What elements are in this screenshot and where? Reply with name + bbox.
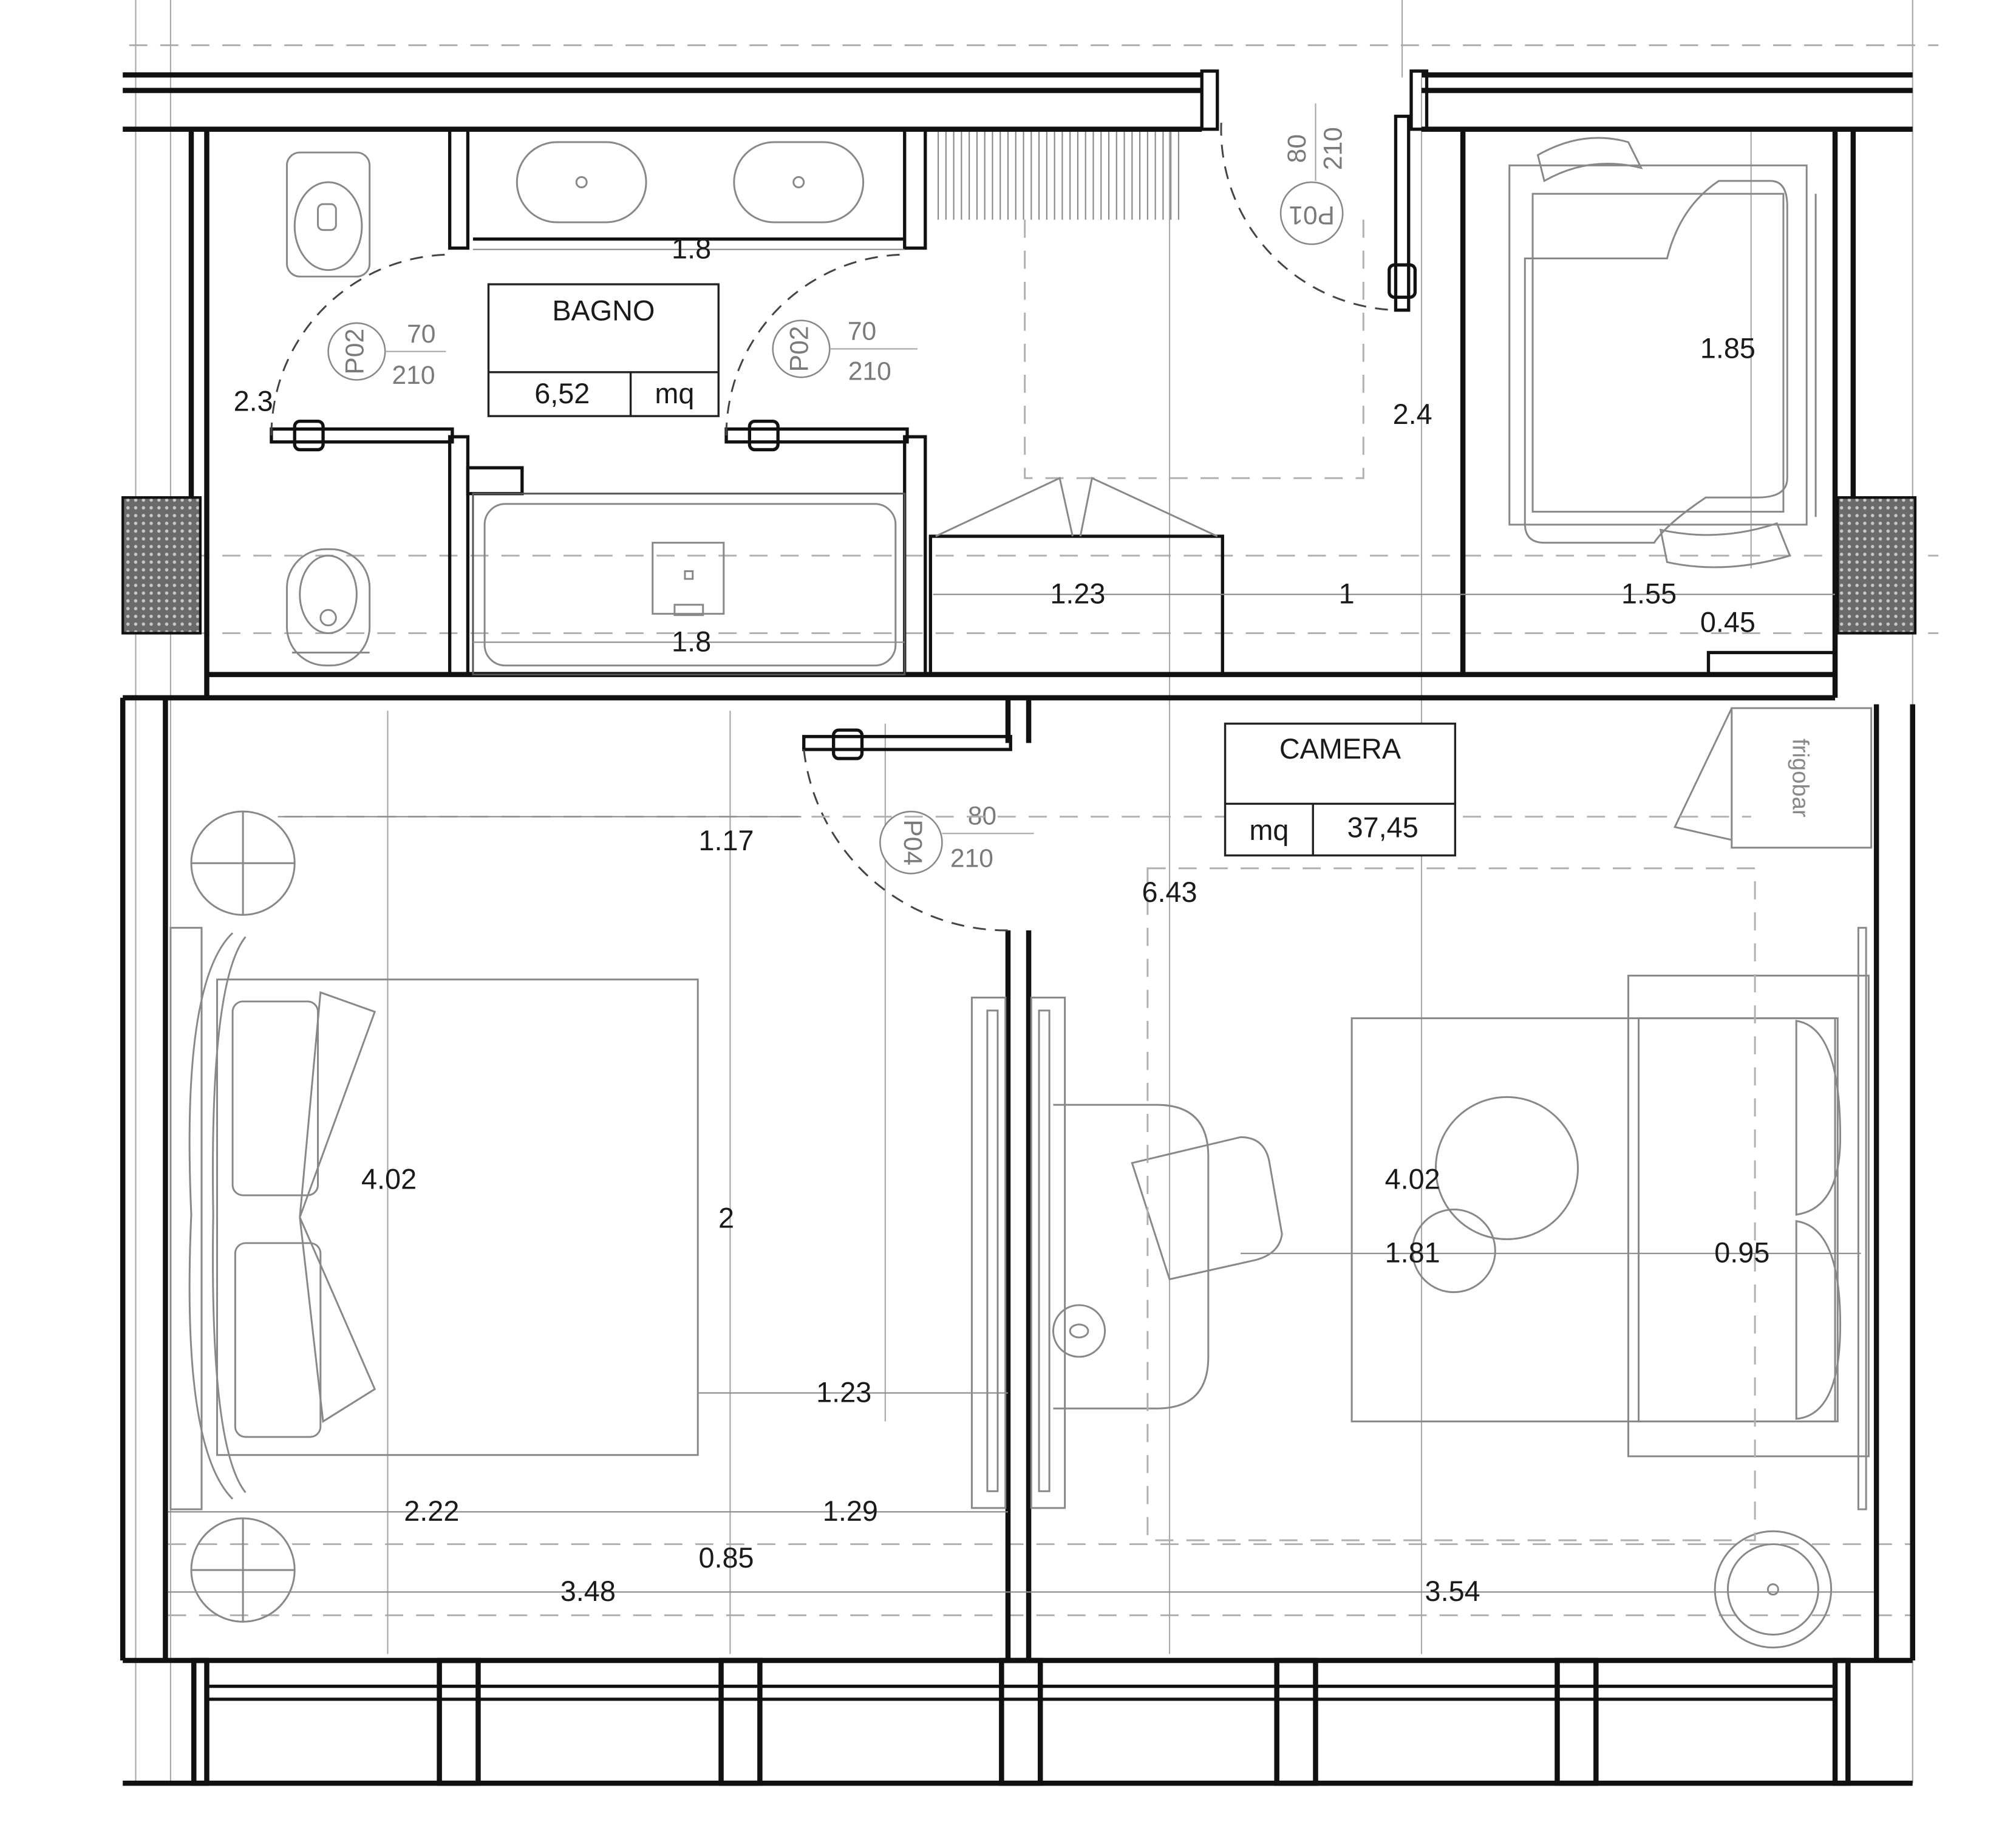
- shower-tray: [1508, 137, 1817, 568]
- floor-lamp: [1714, 1530, 1833, 1649]
- guide-lines: [129, 0, 1939, 1784]
- dim-label: 1.55: [1621, 578, 1677, 610]
- door-width-p01: 80: [1282, 134, 1312, 163]
- left-bed: [169, 927, 699, 1510]
- radiator-grille: [938, 132, 1179, 220]
- armchair: [1131, 1136, 1283, 1281]
- dim-label: 6.43: [1142, 876, 1197, 908]
- door-code-p02b: P02: [785, 326, 814, 372]
- right-bed: [1627, 927, 1870, 1510]
- bathtub: [472, 493, 906, 676]
- room-area: 37,45: [1347, 812, 1418, 844]
- door-width-p02a: 70: [407, 319, 435, 349]
- dim-label: 0.95: [1714, 1237, 1769, 1269]
- door-p02-bath[interactable]: P02 70 210: [724, 253, 918, 452]
- dim-label: 1.8: [672, 233, 711, 265]
- door-code-p01: P01: [1289, 200, 1335, 230]
- dim-label: 2.4: [1393, 398, 1432, 430]
- door-height-p01: 210: [1319, 127, 1348, 170]
- door-p01[interactable]: P01 80 210: [1220, 103, 1417, 312]
- interior-walls: [206, 128, 1837, 1661]
- double-sink: [516, 141, 865, 223]
- room-label-bagno: BAGNO 6,52 mq: [487, 283, 720, 417]
- closet-doors: [935, 477, 1218, 537]
- door-code-p04: P04: [898, 819, 927, 865]
- door-p02-wc[interactable]: P02 70 210: [270, 253, 454, 452]
- door-p04[interactable]: P04 80 210: [802, 728, 1034, 932]
- room-name: CAMERA: [1279, 733, 1401, 765]
- room-name: BAGNO: [552, 295, 655, 327]
- exterior-walls: [120, 69, 1917, 1786]
- dim-label: 3.54: [1425, 1575, 1480, 1607]
- dim-label: 1.17: [698, 825, 754, 856]
- dimension-labels: 1.8 2.3 1.8 2.4 1.85 1.23 1 1.55 0.45 1.…: [234, 233, 1770, 1608]
- room-area-unit: mq: [1249, 814, 1289, 846]
- frigobar-cabinet: frigobar: [1674, 707, 1873, 849]
- dim-label: 2.3: [234, 386, 273, 417]
- door-height-p02a: 210: [392, 361, 435, 390]
- door-height-p04: 210: [950, 844, 993, 873]
- room-area-unit: mq: [655, 378, 694, 409]
- dim-label: 2: [718, 1202, 734, 1233]
- rug: [1350, 1017, 1839, 1422]
- toilet: [285, 151, 371, 278]
- desk: [1052, 1104, 1210, 1410]
- bidet: [285, 548, 371, 667]
- dim-label: 1.23: [1050, 578, 1105, 610]
- column-hatch-right: [1836, 496, 1917, 635]
- dim-label: 4.02: [1385, 1163, 1440, 1195]
- room-label-camera: CAMERA mq 37,45: [1224, 722, 1457, 857]
- dim-label: 4.02: [361, 1163, 417, 1195]
- dim-label: 1.81: [1385, 1237, 1440, 1269]
- dim-label: 1.23: [816, 1377, 871, 1408]
- dim-label: 0.45: [1700, 606, 1755, 638]
- room-area: 6,52: [534, 378, 590, 409]
- tv-panel: [970, 997, 1066, 1509]
- door-height-p02b: 210: [848, 357, 891, 386]
- frigobar-label: frigobar: [1787, 739, 1813, 817]
- dim-label: 3.48: [560, 1575, 616, 1607]
- bed-zone-right: [1146, 867, 1756, 1541]
- dim-label: 2.22: [404, 1495, 459, 1527]
- dim-label: 1.85: [1700, 332, 1755, 364]
- dim-label: 1.29: [823, 1495, 878, 1527]
- door-code-p02a: P02: [341, 329, 370, 375]
- nightstand-left-top: [190, 810, 296, 916]
- coffee-table: [1411, 1096, 1579, 1294]
- dim-label: 1.8: [672, 626, 711, 657]
- door-width-p02b: 70: [848, 317, 876, 346]
- dimension-lines: [168, 248, 1874, 1593]
- dim-label: 1: [1339, 578, 1355, 610]
- dim-label: 0.85: [698, 1542, 754, 1574]
- nightstand-left-bottom: [190, 1517, 296, 1623]
- column-hatch-left: [121, 496, 202, 635]
